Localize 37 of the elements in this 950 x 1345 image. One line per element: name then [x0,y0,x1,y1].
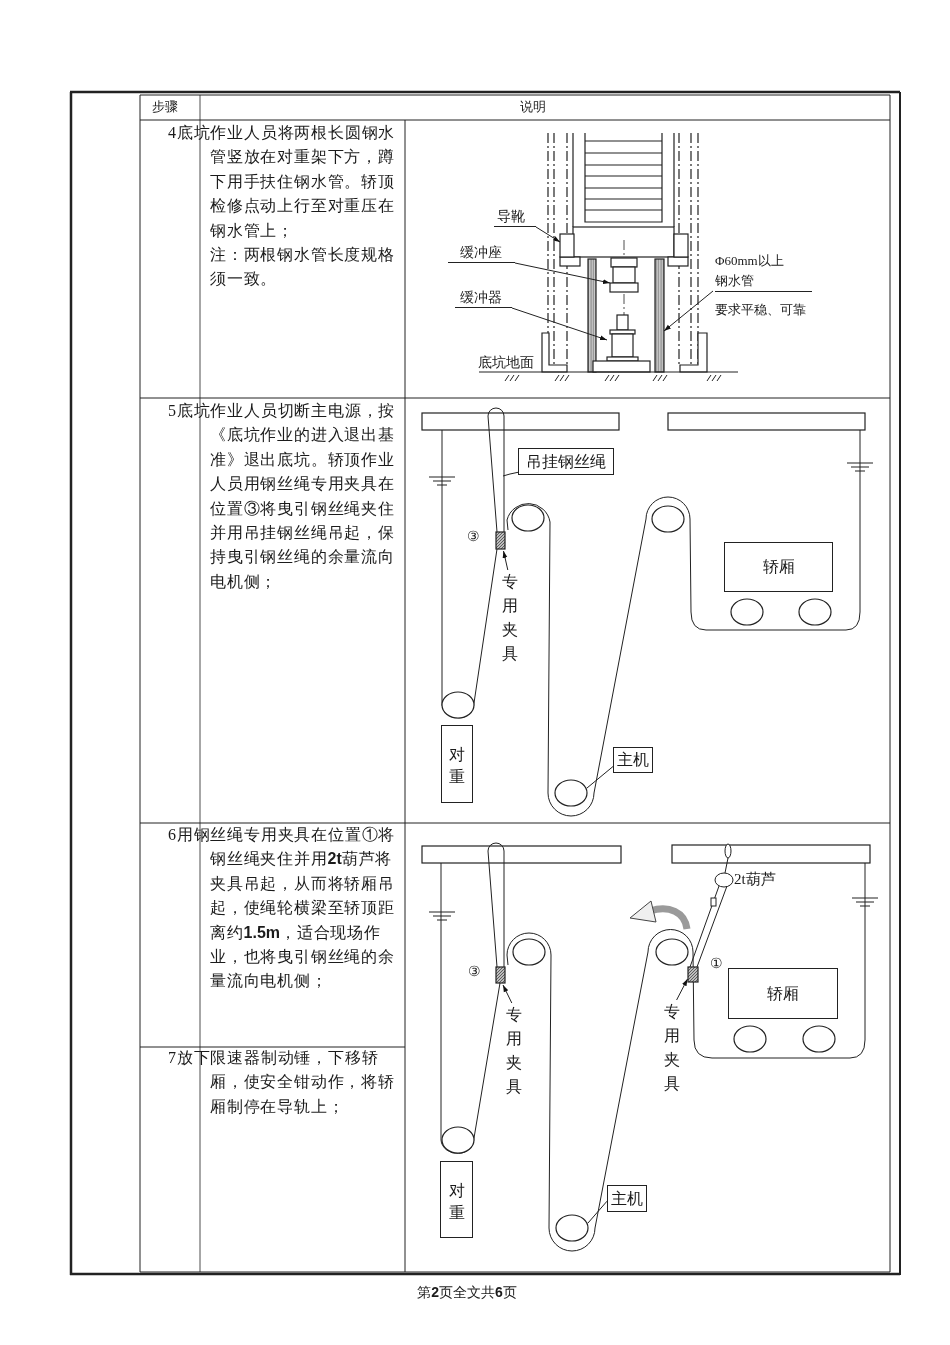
step-description: 5底坑作业人员切断主电源，按《底坑作业的进入退出基准》退出底坑。轿顶作业人员用钢丝绳专用夹具在位置③将曳引钢丝绳夹住并用吊挂钢丝绳吊起，保持曳引钢丝绳的余量流向电机侧； [168,401,397,592]
leader-line [502,471,519,477]
callout-number: ① [709,955,723,972]
callout-label: 缓冲座 [448,243,515,263]
step-description: 4底坑作业人员将两根长圆钢水管竖放在对重架下方，蹲下用手扶住钢水管。轿顶检修点动上行至对重压在钢水管上； [168,123,397,241]
callout-label: Φ60mm以上钢水管 要求平稳、可靠 [713,251,815,320]
column-header: 步骤 [152,99,178,115]
leader-line [511,307,608,341]
car-box: 轿厢 [728,968,838,1019]
callout-box: 主机 [607,1185,647,1212]
callout-label: 导靴 [494,207,536,227]
note-text: 注：两根钢水管长度规格须一致。 [210,245,396,290]
callout-label: 专用夹具 [501,570,518,666]
leader-line [663,290,714,332]
car-box: 轿厢 [724,542,833,592]
callout-label: 缓冲器 [455,288,512,308]
leader-line [502,550,509,571]
leader-line [676,978,688,1001]
part-label: 2t葫芦 [734,870,776,888]
callout-number: ③ [467,963,481,980]
callout-label: 专用夹具 [663,1000,680,1096]
step-description: 6用钢丝绳专用夹具在位置①将钢丝绳夹住并用2t葫芦将夹具吊起，从而将轿厢吊起，使绳轮横梁至轿顶距离约1.5m，适合现场作业，也将曳引钢丝绳的余量流向电机侧； [168,825,397,992]
counterweight-box: 对重 [440,1161,473,1238]
counterweight-box: 对重 [441,725,473,803]
callout-number: ③ [466,528,480,545]
column-header: 说明 [520,99,546,115]
callout-box: 吊挂钢丝绳 [518,448,614,475]
leader-line [502,984,513,1004]
page-number: 第2页全文共6页 [417,1284,517,1301]
leader-line [586,766,614,789]
step-description: 7放下限速器制动锤，下移轿厢，使安全钳动作，将轿厢制停在导轨上； [168,1048,396,1117]
part-label: 底坑地面 [478,354,534,371]
callout-box: 主机 [613,747,653,773]
leader-line [535,226,561,243]
callout-label: 专用夹具 [505,1003,522,1099]
leader-line [587,1200,608,1224]
leader-line [514,262,611,284]
